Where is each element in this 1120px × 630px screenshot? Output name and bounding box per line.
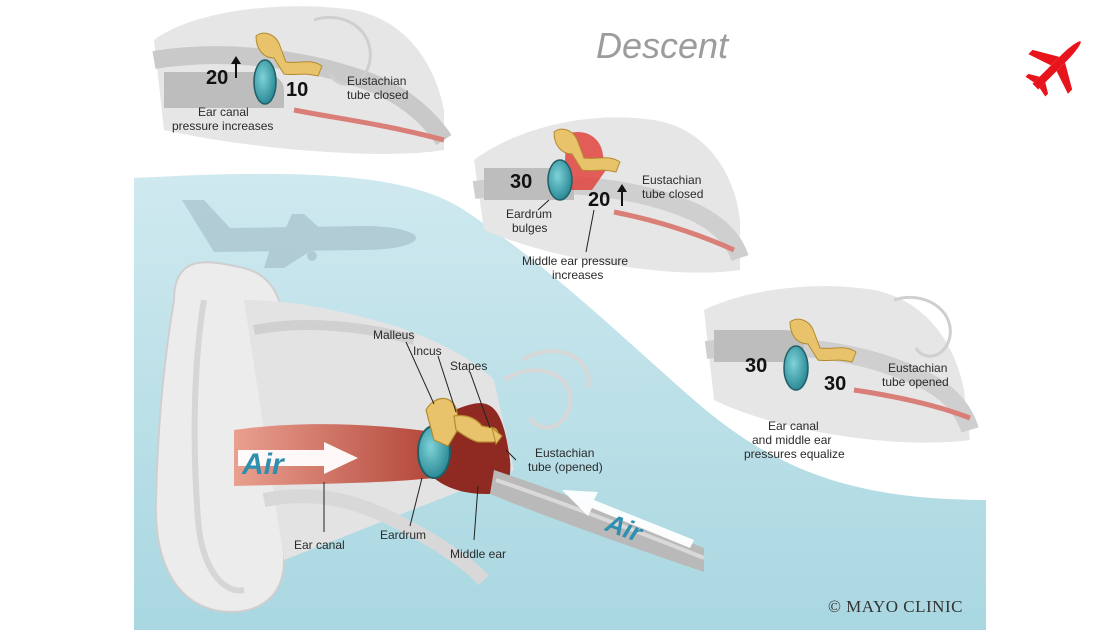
airplane-icon	[1016, 22, 1100, 106]
stage2-caption-right-1: Eustachian	[642, 173, 701, 187]
label-eustachian-1: Eustachian	[535, 446, 594, 460]
stage3-left-number: 30	[745, 355, 767, 377]
label-eustachian-2: tube (opened)	[528, 460, 603, 474]
diagram-svg: 20 10 Ear canal pressure increases Eusta…	[134, 6, 986, 630]
stage3-caption-bottom-2: and middle ear	[752, 433, 831, 447]
air-arrow-left	[238, 442, 358, 474]
stage3-vignette	[704, 286, 979, 443]
stage1-right-number: 10	[286, 79, 308, 101]
stage1-vignette	[152, 6, 452, 154]
air-arrow-right	[562, 490, 694, 548]
diagram-title: Descent	[596, 25, 730, 66]
stage1-caption-right-1: Eustachian	[347, 74, 406, 88]
label-ear-canal: Ear canal	[294, 538, 345, 552]
stage2-left-number: 30	[510, 171, 532, 193]
label-middle-ear: Middle ear	[450, 547, 506, 561]
copyright-notice: © MAYO CLINIC	[828, 597, 963, 616]
label-stapes: Stapes	[450, 359, 487, 373]
stage2-right-number: 20	[588, 189, 610, 211]
label-incus: Incus	[413, 344, 442, 358]
stage3-caption-bottom-1: Ear canal	[768, 419, 819, 433]
stage3-caption-right-1: Eustachian	[888, 361, 947, 375]
label-malleus: Malleus	[373, 328, 414, 342]
inner-ear-coils	[502, 349, 591, 430]
stage2-caption-middle-2: increases	[552, 268, 603, 282]
stage2-caption-middle-1: Middle ear pressure	[522, 254, 628, 268]
ossicles	[417, 397, 503, 479]
stage1-caption-right-2: tube closed	[347, 88, 408, 102]
stage3-caption-right-2: tube opened	[882, 375, 949, 389]
stage1-left-number: 20	[206, 67, 228, 89]
stage3-right-number: 30	[824, 373, 846, 395]
air-label-left: Air	[241, 448, 286, 481]
stage2-vignette	[472, 117, 749, 273]
leader-lines	[323, 341, 517, 541]
airplane-silhouette	[182, 200, 416, 268]
stage3-caption-bottom-3: pressures equalize	[744, 447, 845, 461]
descent-diagram: 20 10 Ear canal pressure increases Eusta…	[134, 0, 986, 630]
stage1-caption-left-2: pressure increases	[172, 119, 273, 133]
stage1-caption-left-1: Ear canal	[198, 105, 249, 119]
label-eardrum: Eardrum	[380, 528, 426, 542]
stage2-caption-eardrum-1: Eardrum	[506, 207, 552, 221]
stage2-caption-right-2: tube closed	[642, 187, 703, 201]
stage2-caption-eardrum-2: bulges	[512, 221, 547, 235]
eustachian-tube	[490, 470, 705, 572]
